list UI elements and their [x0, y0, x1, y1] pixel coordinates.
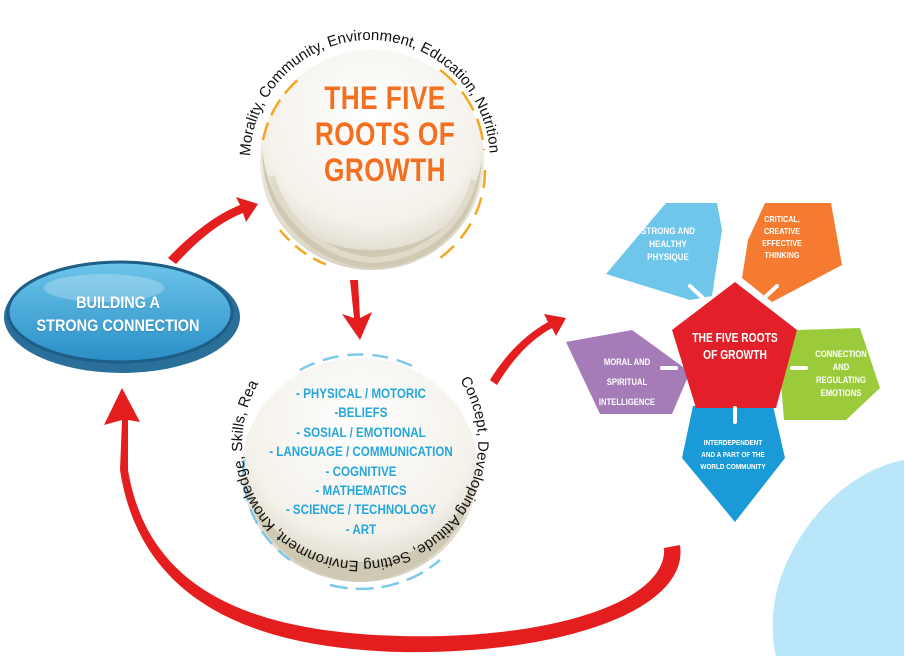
petal-line: SPIRITUAL	[606, 377, 648, 387]
bottom-circle	[242, 353, 478, 591]
connection-oval-label: BUILDING A STRONG CONNECTION	[35, 291, 202, 337]
petal-label-thinking: CRITICAL, CREATIVE EFFECTIVE THINKING	[748, 213, 816, 261]
connector-arrow	[760, 284, 779, 302]
title-line: GROWTH	[324, 152, 446, 188]
roots-center-label: THE FIVE ROOTS OF GROWTH	[686, 330, 784, 364]
list-item: - SCIENCE / TECHNOLOGY	[285, 502, 437, 518]
petal-line: THINKING	[764, 250, 800, 260]
list-item: -BELIEFS	[334, 405, 388, 421]
petal-thinking	[742, 203, 842, 302]
petal-label-physique: STRONG AND HEALTHY PHYSIQUE	[626, 225, 711, 264]
petal-line: AND	[832, 362, 850, 372]
petal-line: INTELLIGENCE	[598, 397, 656, 407]
petal-line: REGULATING	[815, 375, 867, 385]
development-list: - PHYSICAL / MOTORIC -BELIEFS - SOSIAL /…	[248, 384, 473, 539]
petal-line: PHYSIQUE	[647, 252, 689, 263]
connection-oval	[4, 260, 240, 373]
list-item: - ART	[345, 521, 377, 537]
petal-emotions	[780, 328, 880, 420]
decorative-blob	[772, 460, 904, 656]
petal-label-community: INTERDEPENDENT AND A PART OF THE WORLD C…	[688, 437, 778, 473]
top-circle	[260, 50, 487, 270]
petal-line: CONNECTION	[815, 349, 867, 359]
center-line: THE FIVE ROOTS	[692, 331, 778, 345]
petal-line: HEALTHY	[649, 239, 687, 250]
petal-line: WORLD COMMUNITY	[700, 462, 766, 471]
petal-line: EFFECTIVE	[762, 238, 802, 248]
list-item: - PHYSICAL / MOTORIC	[296, 386, 426, 401]
title-line: ROOTS OF	[314, 116, 456, 152]
oval-line: STRONG CONNECTION	[36, 316, 200, 335]
petal-moral	[566, 330, 690, 414]
arrows	[104, 197, 681, 653]
petal-line: STRONG AND	[640, 226, 695, 237]
connector-arrow	[688, 284, 707, 302]
list-item: - SOSIAL / EMOTIONAL	[296, 424, 426, 440]
petal-line: CREATIVE	[763, 226, 800, 236]
list-item: - MATHEMATICS	[315, 483, 407, 499]
petal-community	[682, 406, 785, 522]
petal-line: INTERDEPENDENT	[703, 438, 763, 447]
petal-line: EMOTIONS	[820, 388, 862, 398]
roots-center-pentagon	[672, 282, 797, 408]
petal-physique	[606, 203, 722, 300]
oval-line: BUILDING A	[76, 293, 160, 312]
roots-diagram	[566, 203, 880, 522]
title-line: THE FIVE	[324, 80, 446, 116]
list-item: - LANGUAGE / COMMUNICATION	[269, 444, 453, 460]
center-line: OF GROWTH	[703, 348, 767, 362]
petal-line: AND A PART OF THE	[701, 450, 765, 459]
petal-line: CRITICAL,	[764, 214, 800, 224]
list-item: - COGNITIVE	[325, 463, 397, 479]
petal-label-moral: MORAL AND SPIRITUAL INTELLIGENCE	[585, 352, 670, 412]
petal-line: MORAL AND	[603, 357, 651, 367]
top-circle-title: THE FIVE ROOTS OF GROWTH	[303, 80, 467, 188]
petal-label-emotions: CONNECTION AND REGULATING EMOTIONS	[806, 348, 876, 400]
